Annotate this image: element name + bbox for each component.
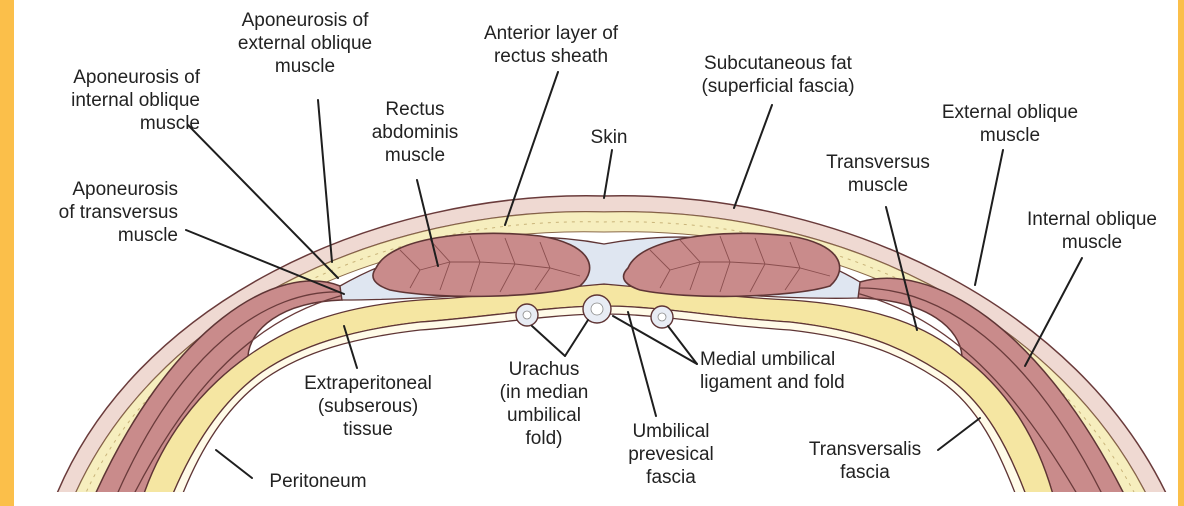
label-internal-oblique: Internal oblique muscle <box>1004 208 1180 254</box>
label-anterior-layer-rectus-sheath: Anterior layer of rectus sheath <box>455 22 647 68</box>
leader-peritoneum <box>216 450 252 478</box>
label-aponeurosis-transversus: Aponeurosis of transversus muscle <box>16 178 178 247</box>
label-medial-umbilical-ligament: Medial umbilical ligament and fold <box>700 348 900 394</box>
label-transversus: Transversus muscle <box>806 151 950 197</box>
label-transversalis-fascia: Transversalis fascia <box>770 438 960 484</box>
label-aponeurosis-external-oblique: Aponeurosis of external oblique muscle <box>214 9 396 78</box>
leader-urachus-2 <box>532 326 565 356</box>
leader-skin <box>604 150 612 198</box>
leader-apo-internal-oblique <box>188 125 338 278</box>
label-peritoneum: Peritoneum <box>250 470 386 493</box>
leader-apo-external-oblique <box>318 100 332 262</box>
leader-urachus-1 <box>565 320 588 356</box>
label-aponeurosis-internal-oblique: Aponeurosis of internal oblique muscle <box>18 66 200 135</box>
leader-subcutaneous-fat <box>734 105 772 208</box>
leader-medial-umbilical-1 <box>668 326 697 364</box>
label-urachus: Urachus (in median umbilical fold) <box>474 358 614 450</box>
leader-external-oblique <box>975 150 1003 285</box>
label-extraperitoneal: Extraperitoneal (subserous) tissue <box>270 372 466 441</box>
label-skin: Skin <box>576 126 642 149</box>
label-umbilical-prevesical: Umbilical prevesical fascia <box>608 420 734 489</box>
label-external-oblique: External oblique muscle <box>915 101 1105 147</box>
label-rectus-abdominis: Rectus abdominis muscle <box>356 98 474 167</box>
label-subcutaneous-fat: Subcutaneous fat (superficial fascia) <box>672 52 884 98</box>
